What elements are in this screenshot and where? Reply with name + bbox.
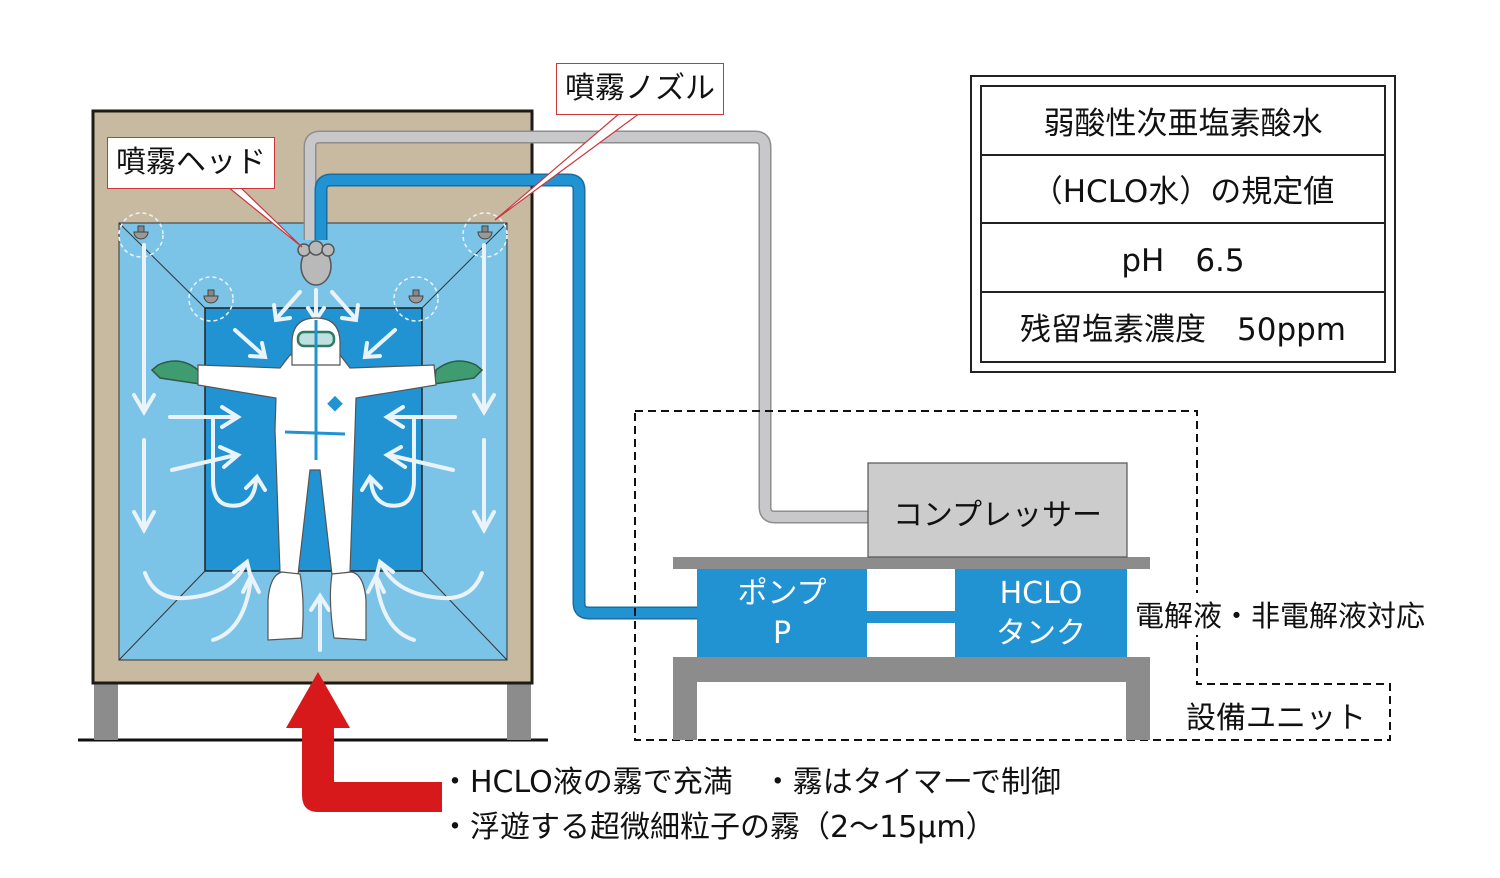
tank-label-line2: タンク [996, 616, 1086, 651]
stand-leg-right [1126, 682, 1150, 740]
equipment-unit-label: 設備ユニット [1186, 701, 1366, 736]
pump-label-line2: P [772, 616, 792, 651]
spec-row-ph: pH 6.5 [982, 224, 1384, 293]
spray-head-icon [297, 240, 335, 286]
nozzle-icon [118, 212, 164, 258]
stand-leg-left [673, 682, 697, 740]
nozzle-icon [393, 276, 439, 322]
electrolyte-note: 電解液・非電解液対応 [1135, 593, 1426, 635]
tank-pump-connector [867, 611, 955, 623]
tank-label-line1: HCLO [999, 576, 1083, 611]
booth-leg-left [94, 683, 118, 740]
spray-nozzle-pointer [494, 112, 641, 221]
person-in-protective-suit-icon [150, 317, 484, 641]
shelf-base [673, 657, 1150, 682]
spray-head-pointer [227, 186, 303, 248]
nozzle-icons [118, 212, 508, 322]
tank-label: HCLO タンク [955, 574, 1127, 654]
note-line-1: ・HCLO液の霧で充満 ・霧はタイマーで制御 [440, 765, 1061, 800]
shelf-top [673, 557, 1150, 569]
perspective-lines [118, 222, 508, 661]
hclo-tank-box [955, 569, 1127, 657]
spec-row-title: 弱酸性次亜塩素酸水 [982, 87, 1384, 156]
booth-leg-right [507, 683, 531, 740]
spec-row-subtitle: （HCLO水）の規定値 [982, 156, 1384, 224]
spray-head-callout: 噴霧ヘッド [107, 137, 275, 189]
pump-box [697, 569, 867, 657]
hclo-spec-table: 弱酸性次亜塩素酸水 （HCLO水）の規定値 pH 6.5 残留塩素濃度 50pp… [970, 75, 1396, 373]
spec-row-chlorine: 残留塩素濃度 50ppm [1020, 312, 1346, 349]
pump-label-line1: ポンプ [737, 576, 827, 611]
pump-label: ポンプ P [697, 574, 867, 654]
nozzle-icon [462, 212, 508, 258]
air-pipe [305, 132, 868, 522]
spray-nozzle-callout: 噴霧ノズル [556, 63, 724, 115]
nozzle-icon [188, 276, 234, 322]
note-line-2: ・浮遊する超微細粒子の霧（2～15μm） [440, 810, 996, 845]
compressor-box [867, 462, 1128, 558]
air-inflow-arrow [286, 672, 442, 812]
compressor-label: コンプレッサー [892, 498, 1103, 533]
equipment-unit-boundary [634, 410, 1391, 741]
liquid-pipe [316, 175, 698, 618]
